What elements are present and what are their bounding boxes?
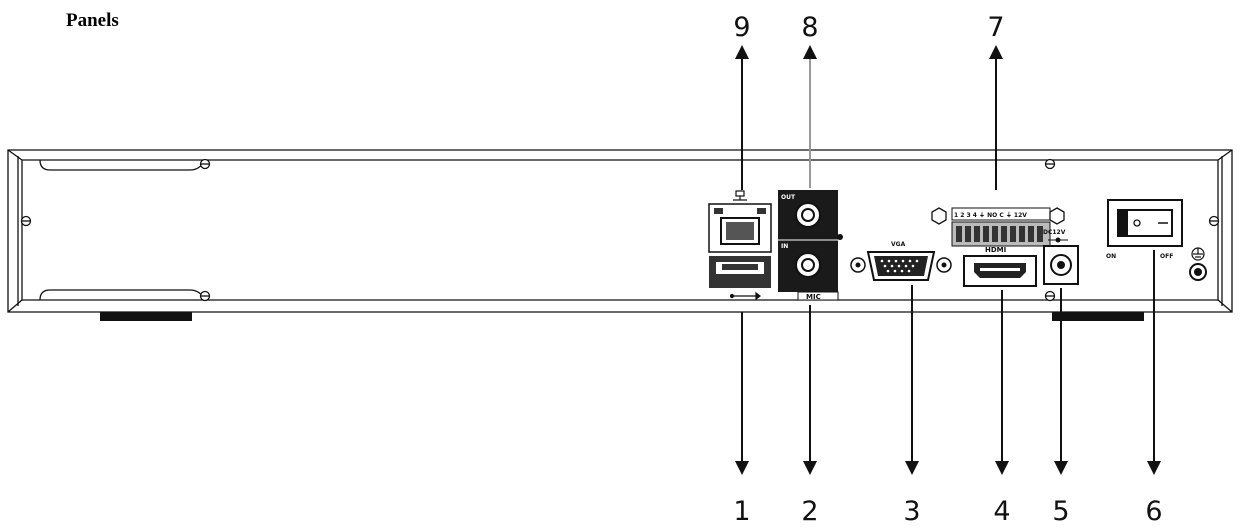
foot-right	[1052, 312, 1144, 321]
vga-label: VGA	[891, 241, 906, 248]
alarm-terminal-label: 1 2 3 4 ⏚ NO C ⏚ 12V	[954, 212, 1027, 219]
dc-label: DC12V	[1043, 229, 1066, 236]
audio-block	[778, 190, 843, 301]
chassis	[7, 149, 1233, 313]
ground-icon	[1191, 247, 1205, 261]
power-switch	[1107, 199, 1183, 247]
dc-polarity-icon	[1048, 237, 1068, 243]
callout-4: 4	[993, 496, 1010, 527]
network-icon	[733, 190, 747, 201]
callout-6: 6	[1145, 496, 1162, 527]
callout-1: 1	[733, 496, 750, 527]
audio-out-label: OUT	[781, 194, 796, 201]
callout-3: 3	[903, 496, 920, 527]
mic-label: MIC	[806, 293, 821, 301]
network-port	[708, 203, 772, 253]
leader-lines	[735, 45, 1161, 475]
hdmi-port	[963, 255, 1037, 287]
callout-7: 7	[987, 12, 1004, 43]
section-title: Panels	[66, 10, 119, 31]
callout-8: 8	[801, 12, 818, 43]
switch-off-label: OFF	[1160, 253, 1173, 260]
foot-left	[100, 312, 192, 321]
usb-port	[709, 256, 771, 288]
callout-2: 2	[801, 496, 818, 527]
vga-port	[850, 251, 952, 281]
audio-in-label: IN	[781, 243, 788, 250]
usb-icon	[729, 291, 761, 301]
dc-power-port	[1043, 245, 1079, 285]
ground-screw	[1189, 263, 1207, 281]
callout-9: 9	[733, 12, 750, 43]
callout-5: 5	[1052, 496, 1069, 527]
switch-on-label: ON	[1106, 253, 1116, 260]
hdmi-label: HDMI	[985, 246, 1006, 254]
screws	[20, 158, 1220, 302]
alarm-terminal-block	[931, 207, 1065, 247]
